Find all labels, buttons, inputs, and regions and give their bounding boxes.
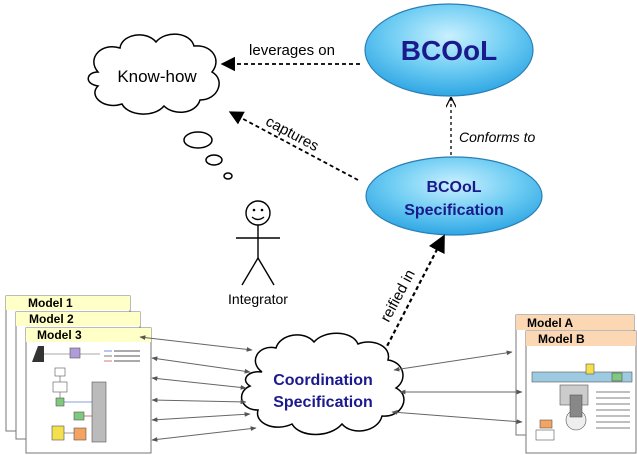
- edge-captures-label: captures: [263, 113, 322, 155]
- integrator-figure: [236, 200, 280, 286]
- edge-conforms-to-label: Conforms to: [459, 129, 535, 145]
- coordination-label-line2: Specification: [273, 394, 373, 411]
- thought-bubble-large: [183, 131, 213, 149]
- connector-left-1: [139, 335, 253, 352]
- model-2-label: Model 2: [29, 312, 74, 326]
- coordination-cloud: Coordination Specification: [240, 332, 405, 436]
- knowhow-label: Know-how: [117, 67, 197, 86]
- model-1-label: Model 1: [28, 296, 73, 310]
- thought-bubble-medium: [205, 154, 223, 166]
- edge-leverages-on-label: leverages on: [249, 42, 335, 59]
- edge-reified-in-label: reified in: [377, 267, 419, 325]
- knowhow-cloud: Know-how: [87, 33, 233, 180]
- model-b-card: Model B: [525, 330, 637, 454]
- model-3-label: Model 3: [37, 328, 82, 342]
- model-b-label: Model B: [538, 332, 585, 346]
- edge-captures: [228, 111, 359, 181]
- left-connectors: [139, 335, 257, 442]
- bcool-spec-node: BCOoL Specification: [365, 156, 543, 236]
- connector-left-2: [151, 356, 251, 374]
- bcool-spec-label-line1: BCOoL: [426, 179, 481, 196]
- bcool-label: BCOoL: [401, 35, 497, 66]
- bcool-spec-label-line2: Specification: [404, 202, 504, 219]
- connector-right-1: [393, 350, 513, 372]
- model-b-thumbnail: [531, 363, 633, 441]
- connector-left-3: [151, 376, 247, 390]
- model-3-card: Model 3: [25, 327, 152, 454]
- model-3-thumbnail: [32, 346, 140, 443]
- connector-left-4: [151, 397, 247, 405]
- connector-left-6: [151, 426, 257, 442]
- connector-left-5: [151, 411, 251, 423]
- coordination-label-line1: Coordination: [273, 372, 373, 389]
- bcool-node: BCOoL: [364, 3, 534, 97]
- thought-bubble-small: [223, 172, 233, 180]
- edge-reified-in: [383, 234, 445, 353]
- right-connectors: [391, 350, 523, 424]
- connector-right-3: [391, 410, 523, 424]
- model-a-label: Model A: [527, 316, 574, 330]
- integrator-label: Integrator: [228, 291, 288, 307]
